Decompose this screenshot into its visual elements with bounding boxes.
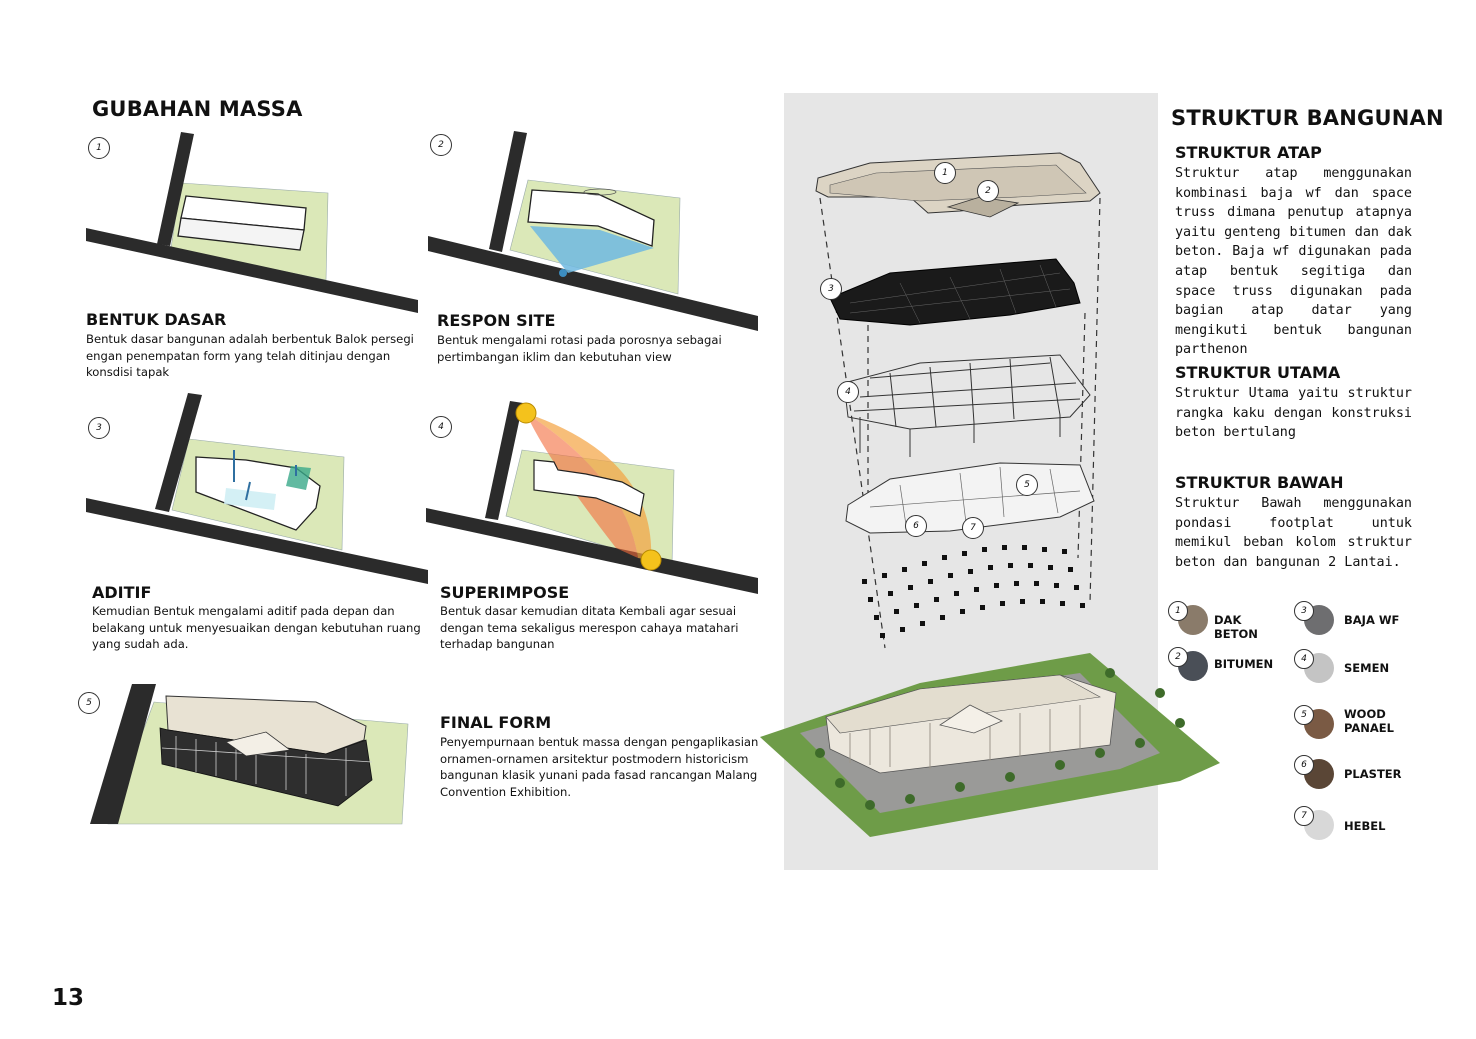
material-label-hebel: HEBEL	[1344, 819, 1386, 833]
material-number-7: 7	[1294, 806, 1314, 826]
material-label-wood-panael: WOOD PANAEL	[1344, 707, 1394, 735]
step-title-2: RESPON SITE	[437, 311, 556, 330]
material-label-dak-beton: DAK BETON	[1214, 613, 1258, 641]
step-title-4: SUPERIMPOSE	[440, 583, 570, 602]
material-item-baja-wf: 3 BAJA WF	[1294, 601, 1414, 641]
step-title-3: ADITIF	[92, 583, 152, 602]
material-label-bitumen: BITUMEN	[1214, 657, 1274, 671]
exploded-label-1: 1	[934, 162, 956, 184]
exploded-label-6: 6	[905, 515, 927, 537]
material-item-dak-beton: 1 DAK BETON	[1168, 601, 1288, 641]
exploded-label-4: 4	[837, 381, 859, 403]
material-number-2: 2	[1168, 647, 1188, 667]
page-number: 13	[52, 985, 85, 1011]
material-item-bitumen: 2 BITUMEN	[1168, 647, 1288, 687]
massing-diagram-3: 3	[86, 390, 431, 590]
exploded-label-5: 5	[1016, 474, 1038, 496]
step-number-3: 3	[88, 417, 110, 439]
material-label-baja-wf: BAJA WF	[1344, 613, 1400, 627]
material-number-4: 4	[1294, 649, 1314, 669]
step-desc-3: Kemudian Bentuk mengalami aditif pada de…	[92, 604, 421, 651]
struktur-atap-title: STRUKTUR ATAP	[1175, 143, 1322, 162]
step-number-4: 4	[430, 416, 452, 438]
massing-diagram-5: 5	[76, 684, 416, 829]
step-title-1: BENTUK DASAR	[86, 310, 227, 329]
massing-diagram-4: 4	[426, 398, 761, 598]
step-title-5: FINAL FORM	[440, 713, 552, 732]
massing-diagram-1: 1	[86, 128, 421, 318]
gubahan-title: GUBAHAN MASSA	[92, 97, 303, 121]
material-number-6: 6	[1294, 755, 1314, 775]
material-item-plaster: 6 PLASTER	[1294, 755, 1414, 795]
struktur-bawah-title: STRUKTUR BAWAH	[1175, 473, 1344, 492]
step-number-1: 1	[88, 137, 110, 159]
step-desc-2: Bentuk mengalami rotasi pada porosnya se…	[437, 333, 722, 364]
exploded-axonometric-diagram	[760, 152, 1220, 837]
struktur-atap-text: Struktur atap menggunakan kombinasi baja…	[1175, 166, 1412, 358]
massing-diagram-2: 2	[428, 128, 763, 333]
material-item-wood-panael: 5 WOOD PANAEL	[1294, 705, 1414, 745]
material-label-semen: SEMEN	[1344, 661, 1390, 675]
material-number-1: 1	[1168, 601, 1188, 621]
step-number-5: 5	[78, 692, 100, 714]
struktur-utama-title: STRUKTUR UTAMA	[1175, 363, 1341, 382]
material-item-semen: 4 SEMEN	[1294, 649, 1414, 689]
material-item-hebel: 7 HEBEL	[1294, 806, 1414, 846]
material-number-5: 5	[1294, 705, 1314, 725]
exploded-label-2: 2	[977, 180, 999, 202]
material-number-3: 3	[1294, 601, 1314, 621]
exploded-label-3: 3	[820, 278, 842, 300]
step-desc-4: Bentuk dasar kemudian ditata Kembali aga…	[440, 604, 739, 651]
exploded-label-7: 7	[962, 517, 984, 539]
struktur-title: STRUKTUR BANGUNAN	[1171, 106, 1444, 130]
footplat-grid	[862, 545, 1085, 638]
material-label-plaster: PLASTER	[1344, 767, 1402, 781]
struktur-bawah-text: Struktur Bawah menggunakan pondasi footp…	[1175, 496, 1412, 570]
step-number-2: 2	[430, 134, 452, 156]
step-desc-5: Penyempurnaan bentuk massa dengan pengap…	[440, 735, 759, 799]
step-desc-1: Bentuk dasar bangunan adalah berbentuk B…	[86, 332, 414, 379]
struktur-utama-text: Struktur Utama yaitu struktur rangka kak…	[1175, 386, 1412, 441]
